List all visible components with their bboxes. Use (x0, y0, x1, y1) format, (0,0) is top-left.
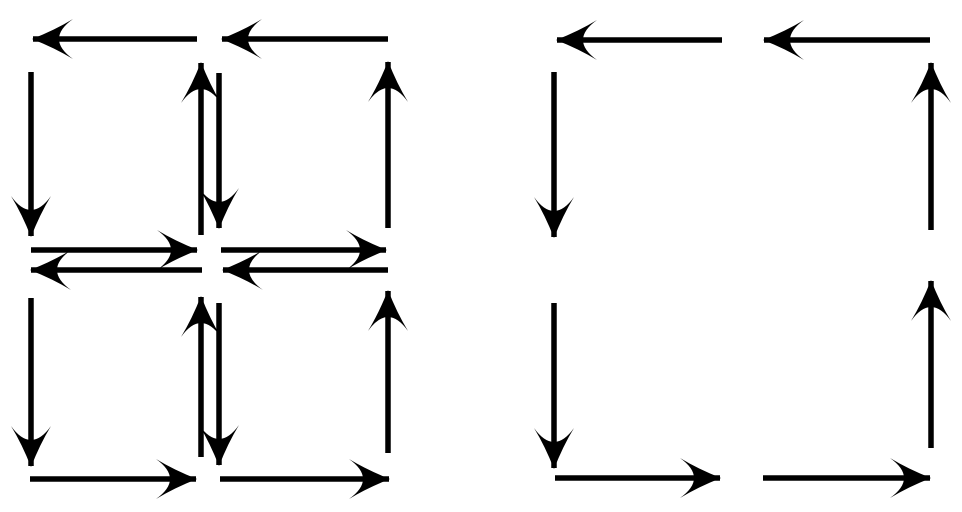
outer-boundary-cycle (534, 20, 951, 498)
grid-of-oriented-cells (11, 19, 408, 499)
